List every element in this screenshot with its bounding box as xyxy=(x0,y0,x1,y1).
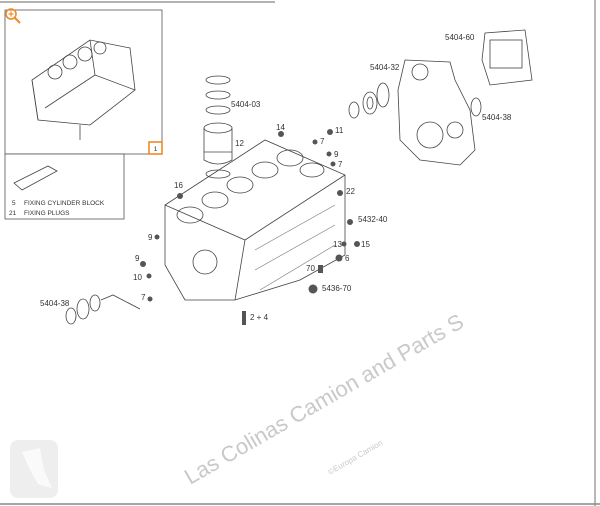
item-number: 1 xyxy=(154,146,158,153)
callout: 10 xyxy=(133,273,142,282)
watermark-sub: ©Europa Camion xyxy=(327,438,385,477)
callout: 15 xyxy=(361,240,370,249)
inset-thumbnail[interactable]: 1 xyxy=(4,8,163,155)
callout: 16 xyxy=(174,181,183,190)
callout: 13 xyxy=(333,240,342,249)
callout: 14 xyxy=(276,123,285,132)
cover-plate xyxy=(481,29,533,86)
callout: 5404-32 xyxy=(370,63,400,72)
callout: 5404-38 xyxy=(40,299,70,308)
callout: 12 xyxy=(235,139,244,148)
callout: 5404-60 xyxy=(445,33,475,42)
legend-text: FIXING PLUGS xyxy=(24,210,70,217)
callout: 6 xyxy=(345,254,350,263)
callout: 9 xyxy=(135,254,140,263)
callout: 70 xyxy=(306,264,315,273)
inset-engine-block xyxy=(31,39,136,140)
legend-qty: 5 xyxy=(12,200,16,207)
callout: 5432-40 xyxy=(358,215,388,224)
plug-icon xyxy=(13,165,58,191)
callout: 5404-38 xyxy=(482,113,512,122)
seals xyxy=(65,82,482,325)
callout: 7 xyxy=(141,293,146,302)
callout: 11 xyxy=(335,126,344,135)
callout: 9 xyxy=(148,233,153,242)
engine-block xyxy=(164,139,346,301)
watermark: Las Colinas Camion and Parts S ©Europa C… xyxy=(10,309,468,498)
fasteners xyxy=(140,129,360,325)
callout: 7 xyxy=(338,160,343,169)
zoom-icon[interactable] xyxy=(5,8,21,24)
callout: 9 xyxy=(334,150,339,159)
timing-cover xyxy=(397,59,476,166)
watermark-logo-icon xyxy=(10,440,58,498)
item-number-badge[interactable] xyxy=(148,141,163,155)
legend-qty: 21 xyxy=(9,210,17,217)
callout: 22 xyxy=(346,187,355,196)
callout: 2 + 4 xyxy=(250,313,269,322)
callout: 5436-70 xyxy=(322,284,352,293)
inset-legend: 5 FIXING CYLINDER BLOCK 21 FIXING PLUGS xyxy=(4,153,125,220)
legend-text: FIXING CYLINDER BLOCK xyxy=(24,200,105,207)
callout: 5404-03 xyxy=(231,100,261,109)
watermark-text: Las Colinas Camion and Parts S xyxy=(180,309,468,490)
piston-rings xyxy=(203,75,233,179)
callout-labels: 5404-03 14 12 16 11 7 9 7 22 5432-40 540… xyxy=(40,33,512,322)
callout: 7 xyxy=(320,137,325,146)
